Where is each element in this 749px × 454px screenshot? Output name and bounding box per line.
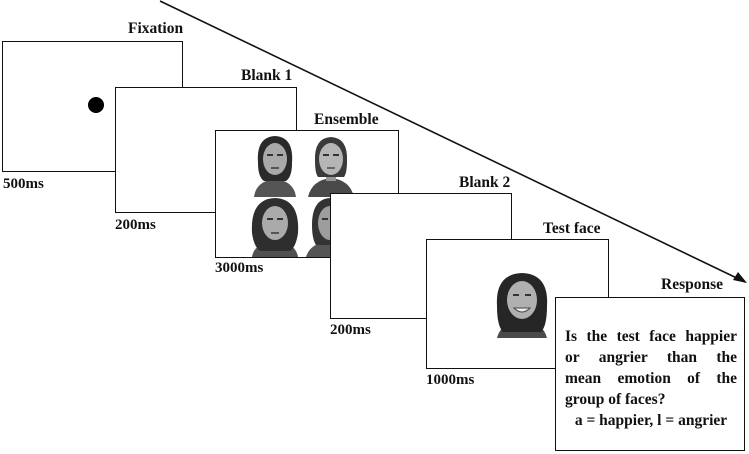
test-face-label: Test face [543,220,601,237]
fixation-label: Fixation [128,20,184,37]
face-photo-icon [308,137,354,197]
face-photo-icon [254,136,296,197]
blank1-label: Blank 1 [241,67,293,84]
blank1-duration: 200ms [115,217,156,233]
response-key-mapping: a = happier, l = angrier [574,412,728,429]
ensemble-duration: 3000ms [215,260,264,276]
ensemble-label: Ensemble [314,111,379,128]
response-frame: Is the test face happier or angrier than… [555,297,745,451]
question-line: Is the test face happier [565,328,737,345]
fixation-duration: 500ms [3,176,44,192]
test-face-duration: 1000ms [426,372,475,388]
response-question: Is the test face happier or angrier than… [565,326,737,431]
question-line: mean emotion of the [565,370,737,387]
face-photo-icon [251,198,299,257]
fixation-dot-icon [88,97,104,113]
face-photo-icon [496,273,548,338]
blank2-duration: 200ms [330,322,371,338]
response-label: Response [661,276,724,293]
blank2-label: Blank 2 [459,174,511,191]
question-line: or angrier than the [565,349,737,366]
question-line: group of faces? [565,391,666,408]
